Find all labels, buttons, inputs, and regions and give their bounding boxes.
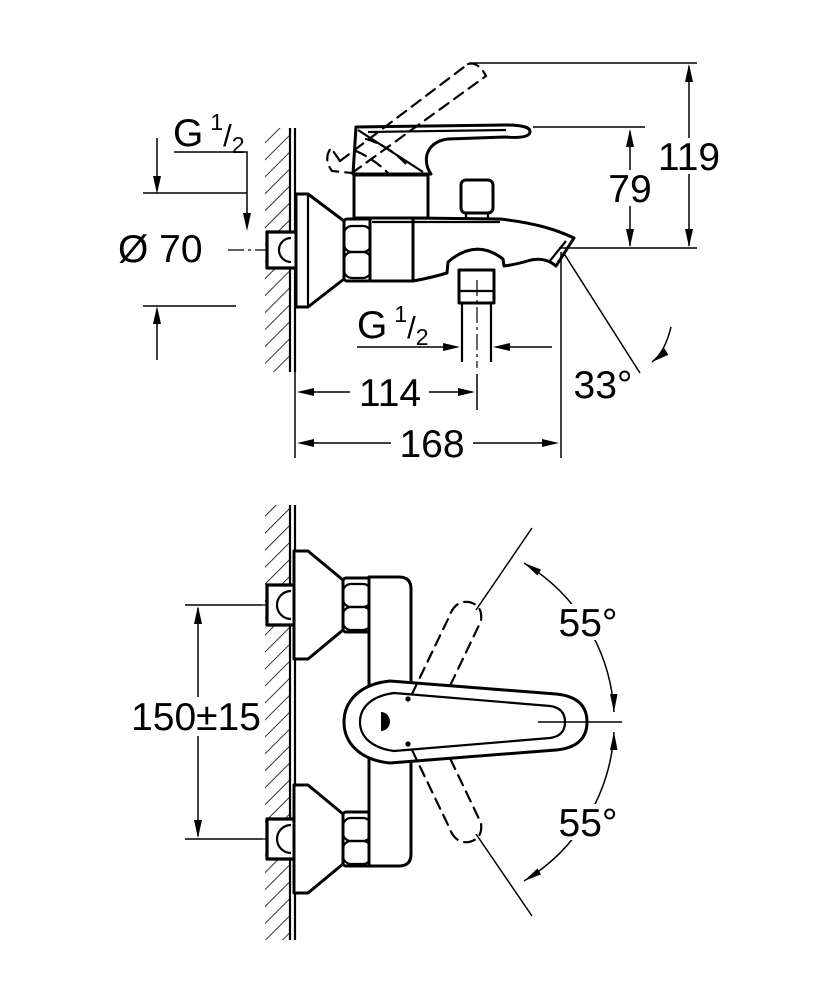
hole-spacing-label: 150±15: [131, 696, 261, 739]
handle-dot-upper: [405, 696, 411, 702]
wall-union: [265, 230, 299, 270]
dim-swing-upper: 55°: [475, 527, 622, 713]
wall-hatch-plan: [265, 505, 290, 940]
hex-nut: [342, 217, 373, 283]
lever-hidden-curve-1: [364, 137, 410, 168]
dim-hole-spacing: 150±15: [131, 606, 261, 838]
lever-swung-dashed: [410, 600, 483, 844]
lever-raised-dashed: [326, 62, 488, 175]
cartridge-housing: [352, 173, 430, 220]
valve-body-block: [368, 216, 415, 283]
lever-height-label: 79: [608, 168, 651, 211]
escutcheon-cone: [294, 192, 346, 309]
overall-height-label: 119: [658, 136, 720, 179]
dim-overall-height: 119: [658, 64, 720, 247]
dim-swing-lower: 55°: [475, 731, 622, 917]
wall-to-outlet-label: 114: [359, 372, 421, 415]
wall-section: [265, 128, 297, 458]
wall-section-plan: [265, 505, 297, 940]
dim-escutcheon-diameter: Ø 70: [118, 138, 247, 360]
handle-opening-mark: [381, 712, 390, 731]
lever-hidden-curve-2: [354, 149, 390, 175]
dim-wall-to-outlet: 114: [297, 372, 478, 415]
lower-connection: [265, 783, 373, 895]
dim-spout-angle: 33°: [560, 251, 672, 458]
handle-dot-lower: [405, 741, 411, 747]
lever-handle-plan: [342, 679, 622, 765]
swing-lower-label: 55°: [559, 802, 618, 845]
dim-overall-depth: 168: [297, 423, 559, 466]
lever-handle-side: [351, 123, 532, 176]
escutcheon-diameter-label: Ø 70: [118, 228, 203, 271]
swing-upper-label: 55°: [559, 602, 618, 645]
spout-angle-label: 33°: [574, 364, 633, 407]
spout-body: [372, 216, 576, 283]
shower-outlet-pipe: [457, 268, 496, 368]
overall-depth-label: 168: [399, 423, 464, 466]
diverter-knob: [459, 178, 495, 218]
aerator-edge-line: [548, 240, 567, 263]
plan-view: 55° 55° 150±15: [131, 505, 622, 940]
dim-lever-height: 79: [608, 129, 652, 247]
